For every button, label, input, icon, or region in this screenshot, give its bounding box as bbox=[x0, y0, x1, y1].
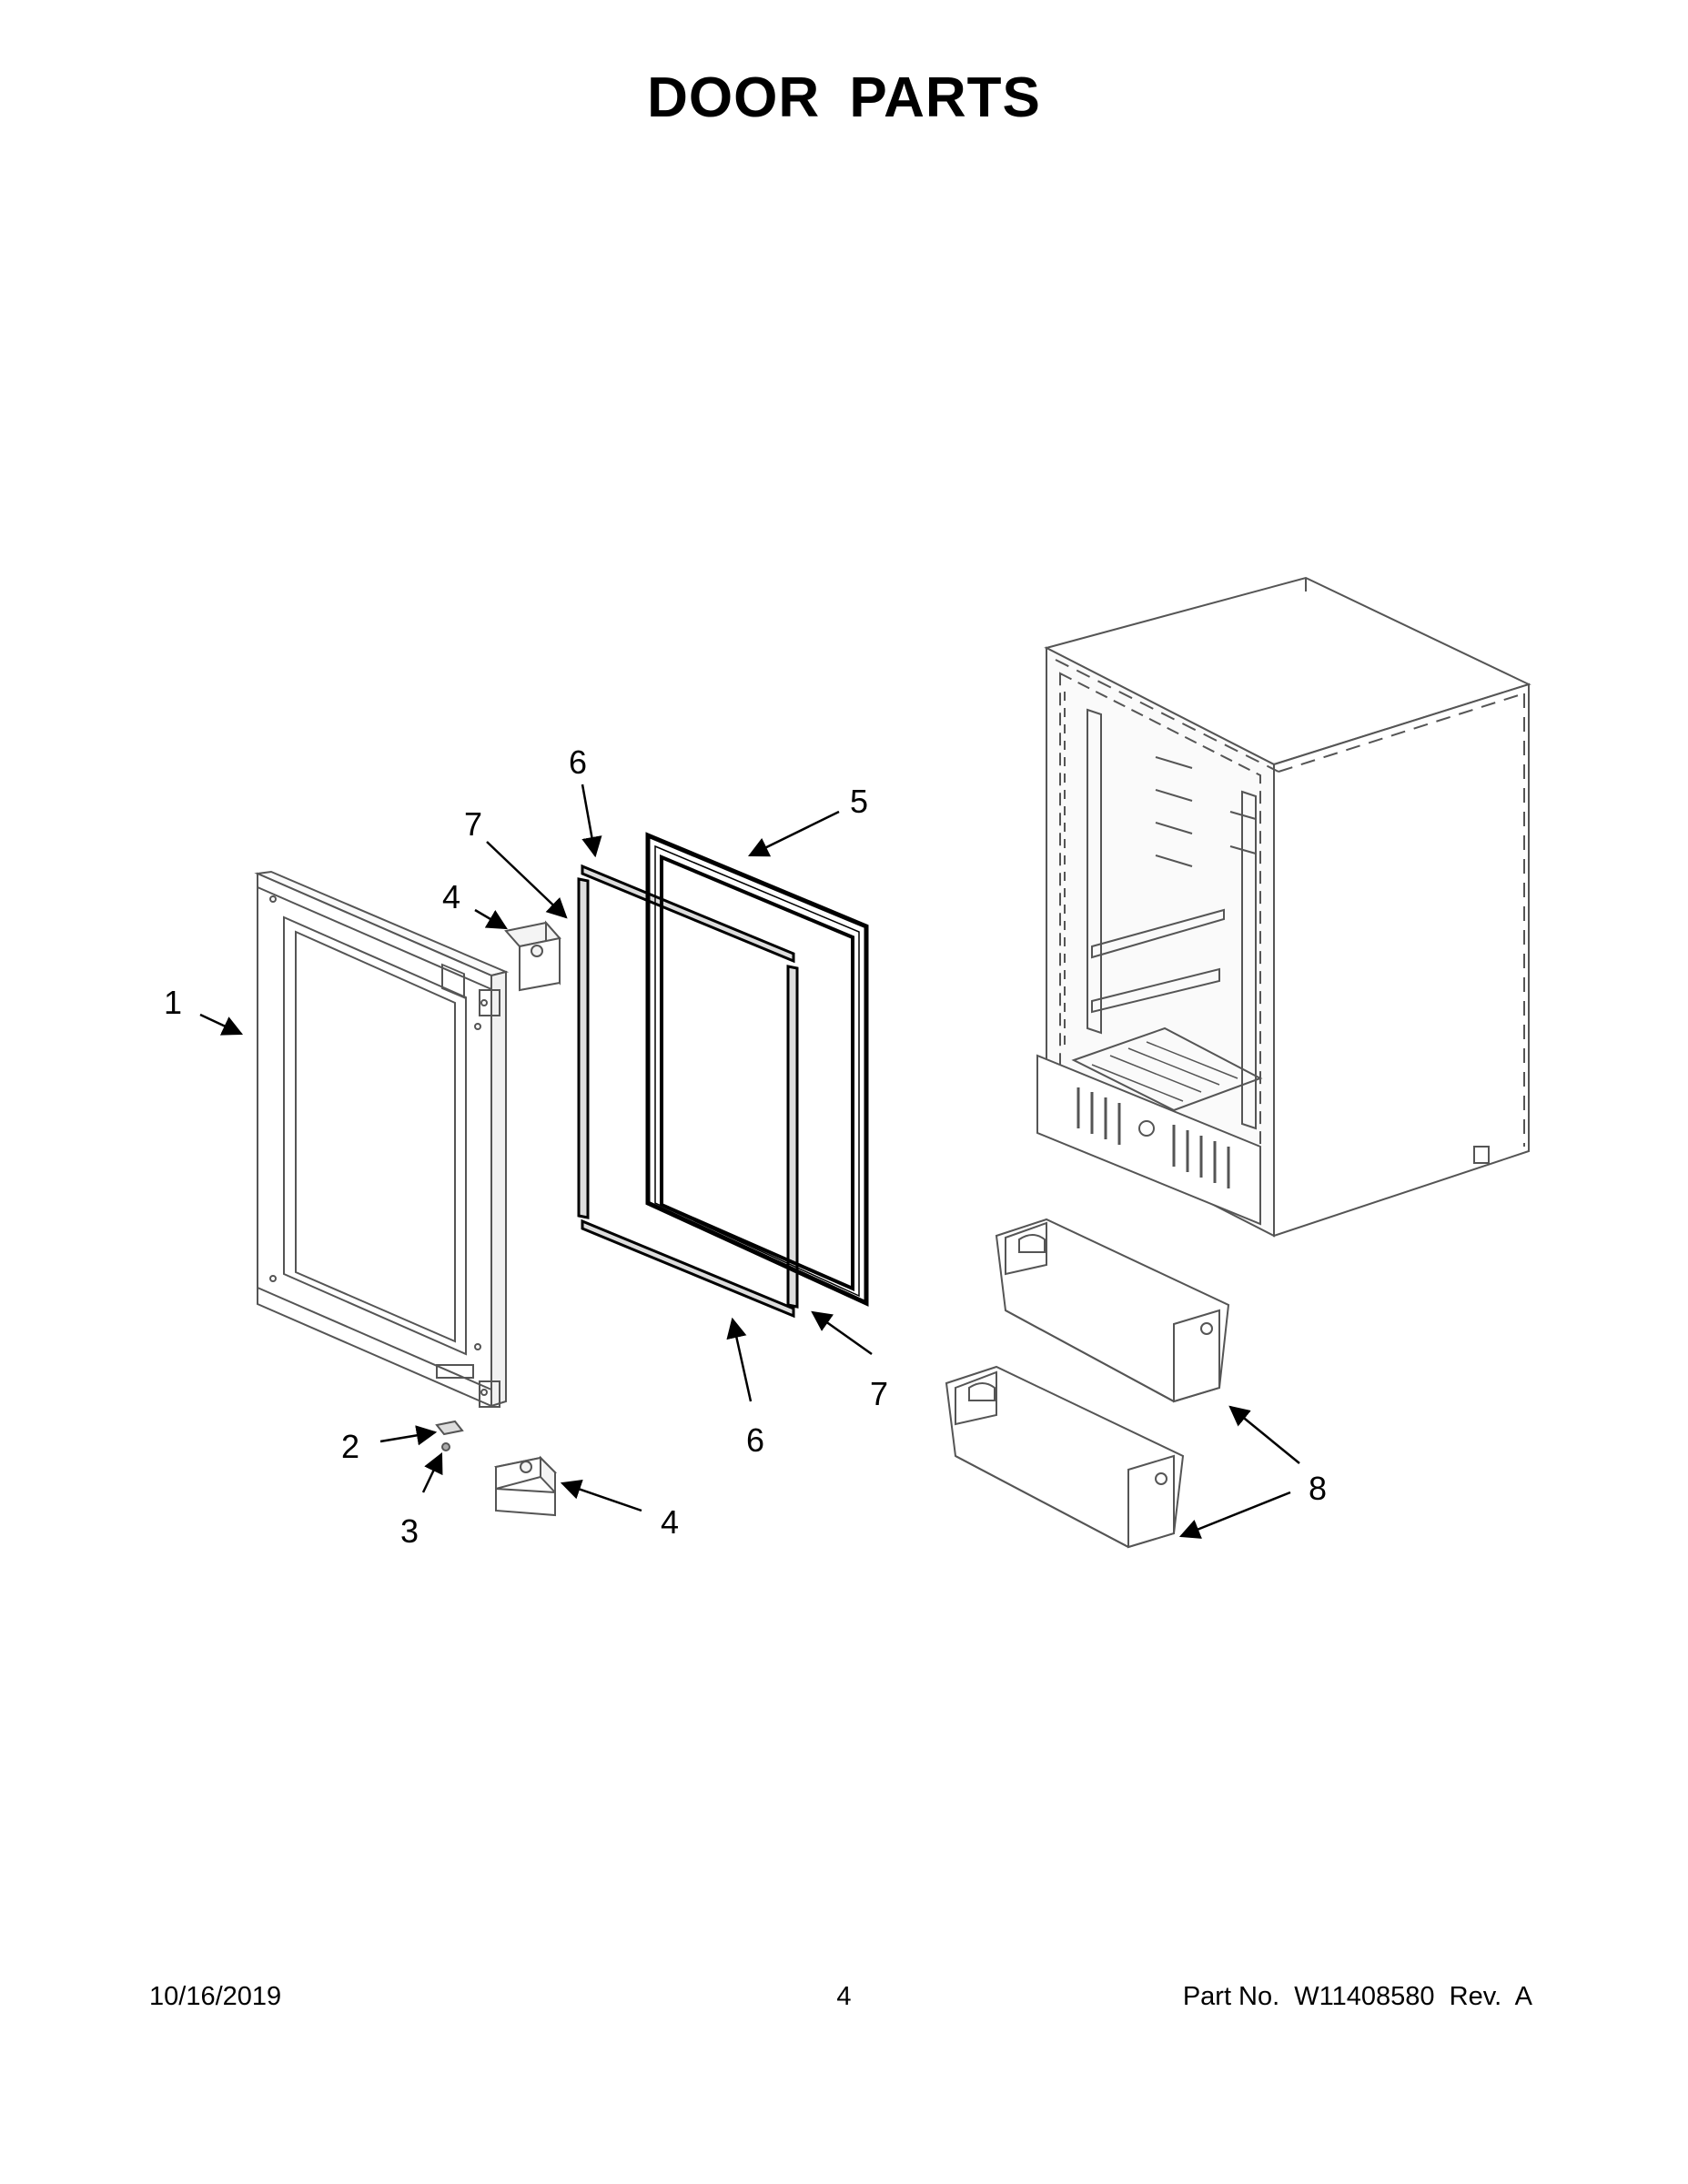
leader-3 bbox=[421, 1451, 443, 1493]
footer-page-number: 4 bbox=[836, 1982, 852, 2011]
callout-2: 2 bbox=[341, 1428, 359, 1465]
footer-date: 10/16/2019 bbox=[149, 1982, 282, 2011]
callout-6-upper: 6 bbox=[569, 743, 587, 781]
door-bin-lower-part bbox=[945, 1365, 1185, 1549]
callout-1: 1 bbox=[164, 984, 182, 1021]
hinge-bracket-lower-part bbox=[494, 1455, 558, 1517]
leader-4-upper bbox=[474, 908, 508, 930]
door-bin-upper-part bbox=[995, 1218, 1230, 1403]
leader-2 bbox=[379, 1425, 438, 1446]
leader-8-upper bbox=[1228, 1405, 1300, 1464]
callout-6-lower: 6 bbox=[746, 1421, 764, 1459]
callout-3: 3 bbox=[400, 1512, 419, 1550]
footer-part-number: Part No. W11408580 Rev. A bbox=[1182, 1982, 1532, 2011]
door-frame-part bbox=[254, 870, 510, 1408]
cabinet-body bbox=[1036, 576, 1531, 1238]
callout-leaders bbox=[199, 784, 1300, 1539]
callout-8: 8 bbox=[1309, 1470, 1327, 1507]
callout-7-upper: 7 bbox=[464, 805, 482, 843]
leader-6-upper bbox=[581, 784, 602, 858]
page-title: DOOR PARTS bbox=[647, 66, 1041, 129]
hinge-pin-part bbox=[435, 1420, 464, 1451]
callout-labels: 1 2 3 4 4 5 6 6 7 7 8 bbox=[164, 743, 1327, 1550]
door-gasket-part bbox=[645, 832, 869, 1307]
leader-7-upper bbox=[486, 841, 568, 919]
callout-5: 5 bbox=[850, 783, 868, 820]
leader-5 bbox=[747, 810, 840, 857]
callout-4-lower: 4 bbox=[661, 1503, 679, 1541]
leader-4-lower bbox=[560, 1479, 642, 1512]
hinge-bracket-upper-part bbox=[504, 920, 561, 992]
leader-8-lower bbox=[1178, 1491, 1291, 1539]
leader-6-lower bbox=[726, 1317, 753, 1402]
door-seal-strips-part bbox=[577, 864, 799, 1319]
leader-7-lower bbox=[811, 1310, 873, 1356]
callout-4-upper: 4 bbox=[442, 878, 460, 915]
callout-7-lower: 7 bbox=[870, 1375, 888, 1412]
leader-1 bbox=[199, 1013, 244, 1036]
